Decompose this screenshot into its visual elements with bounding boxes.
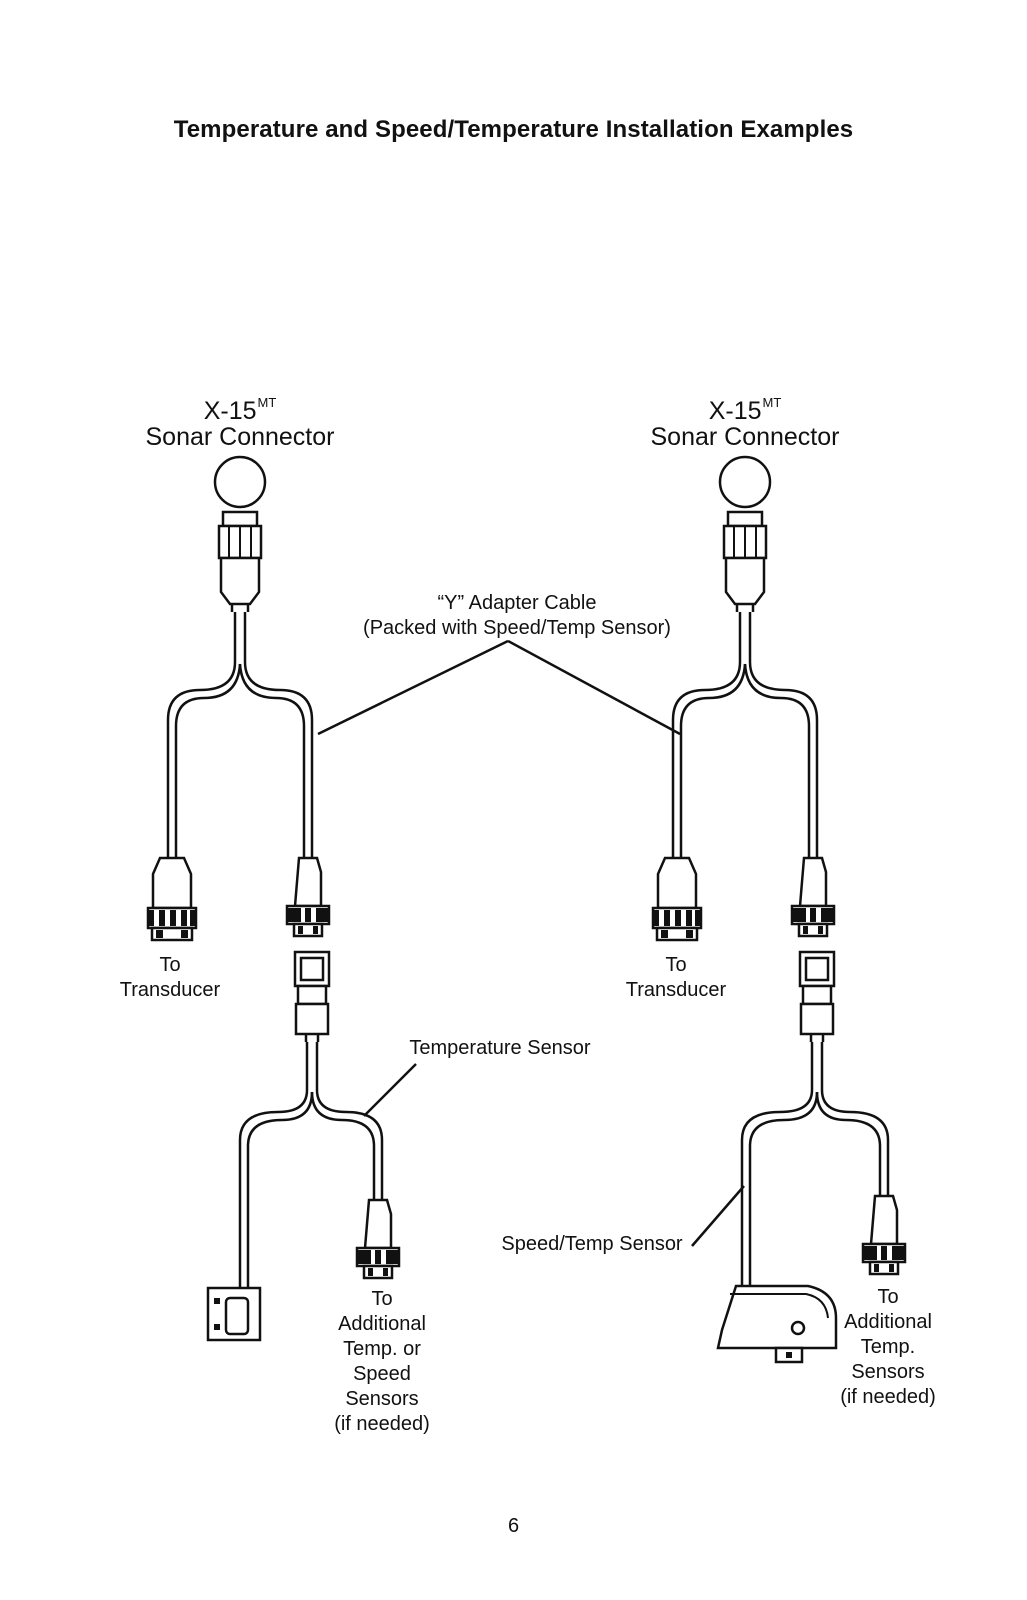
right-transducer-plug	[651, 856, 703, 942]
left-connector-model: X-15MT	[203, 395, 277, 425]
y-adapter-leader-left	[317, 639, 509, 736]
left-additional-label-line1: To	[371, 1288, 393, 1310]
left-additional-label-line3: Temp. or	[343, 1338, 421, 1360]
left-additional-label-line6: (if needed)	[334, 1413, 430, 1435]
left-connector-label: Sonar Connector	[145, 423, 335, 451]
temperature-sensor-icon	[206, 1286, 262, 1342]
right-additional-label-line4: Sensors	[851, 1361, 925, 1383]
right-additional-label-line3: Temp.	[860, 1336, 916, 1358]
right-transducer-label-line2: Transducer	[625, 979, 727, 1001]
y-adapter-callout-line1: “Y” Adapter Cable	[437, 592, 597, 614]
left-additional-label-line2: Additional	[338, 1313, 426, 1335]
right-y-cable-plug	[722, 510, 768, 614]
right-speed-temp-receptacle	[798, 950, 836, 1044]
speed-temp-sensor-callout: Speed/Temp Sensor	[501, 1233, 683, 1255]
right-connector-model: X-15MT	[708, 395, 782, 425]
left-y-branch-plug	[285, 856, 331, 938]
left-additional-label-line5: Sensors	[345, 1388, 419, 1410]
y-adapter-leader-right	[507, 639, 681, 736]
speed-temp-sensor-icon	[716, 1284, 838, 1364]
left-sonar-connector-icon	[213, 455, 267, 509]
right-additional-label-line2: Additional	[844, 1311, 932, 1333]
left-y-cable-plug	[217, 510, 263, 614]
right-transducer-label-line1: To	[665, 954, 687, 976]
temperature-sensor-callout: Temperature Sensor	[409, 1037, 591, 1059]
left-transducer-plug	[146, 856, 198, 942]
page-number: 6	[507, 1515, 520, 1537]
left-transducer-label-line2: Transducer	[119, 979, 221, 1001]
left-additional-label-line4: Speed	[353, 1363, 411, 1385]
right-connector-label: Sonar Connector	[650, 423, 840, 451]
left-additional-sensor-plug	[355, 1198, 401, 1280]
left-transducer-label-line1: To	[159, 954, 181, 976]
temperature-sensor-leader	[363, 1063, 417, 1117]
y-adapter-callout-line2: (Packed with Speed/Temp Sensor)	[363, 617, 671, 639]
right-sonar-connector-icon	[718, 455, 772, 509]
right-additional-label-line5: (if needed)	[840, 1386, 936, 1408]
speed-temp-sensor-leader	[691, 1185, 745, 1247]
right-additional-label-line1: To	[877, 1286, 899, 1308]
right-additional-sensor-plug	[861, 1194, 907, 1276]
left-temp-sensor-receptacle	[293, 950, 331, 1044]
page-title: Temperature and Speed/Temperature Instal…	[173, 116, 854, 143]
right-y-branch-plug	[790, 856, 836, 938]
